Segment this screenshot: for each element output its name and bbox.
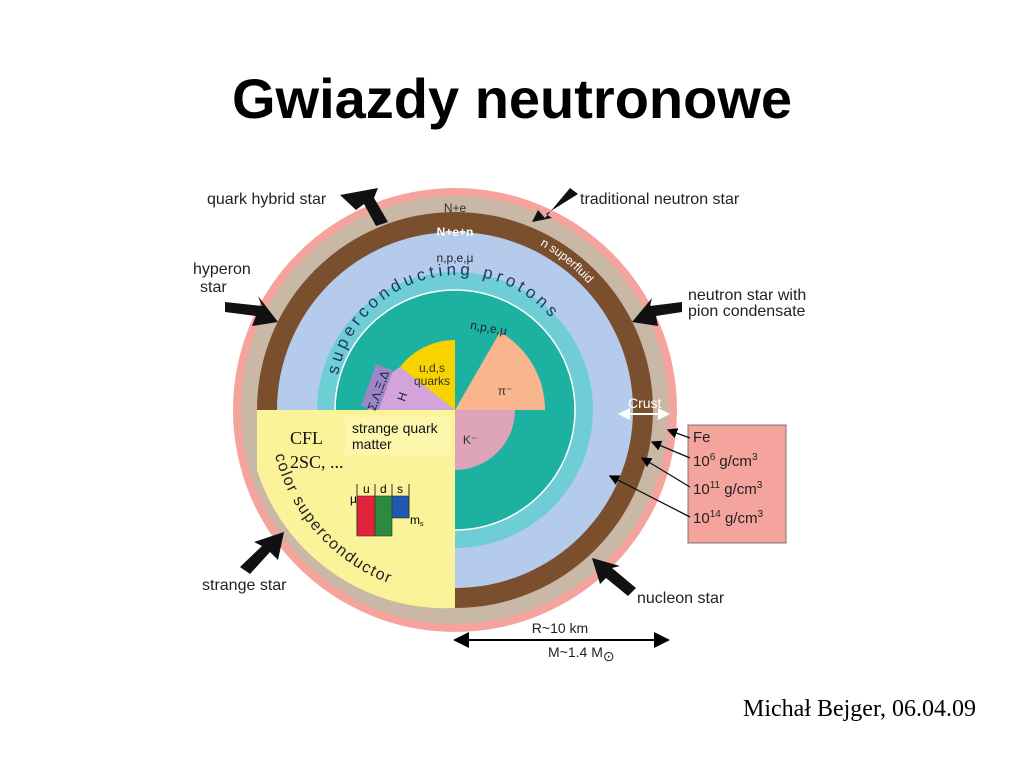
slide-title: Gwiazdy neutronowe	[231, 67, 793, 130]
label-pion-2: pion condensate	[688, 303, 806, 320]
label-d: d	[380, 482, 387, 496]
label-hyperon-star: star	[200, 279, 227, 296]
label-crust: Crust	[628, 395, 662, 411]
hyperon-label-bg	[361, 364, 393, 412]
label-n-e: N+e	[444, 201, 467, 215]
label-quark-hybrid-star: quark hybrid star	[207, 191, 327, 208]
label-u: u	[363, 482, 370, 496]
label-traditional-neutron-star: traditional neutron star	[580, 191, 740, 208]
arrow-strange	[240, 532, 284, 574]
label-ms: ms	[410, 513, 424, 528]
label-uds: u,d,s	[419, 361, 445, 375]
arrow-quark-hybrid	[340, 188, 388, 226]
label-pi: π⁻	[498, 384, 513, 398]
label-strange-quark: strange quark	[352, 420, 439, 436]
color-superconductor-quadrant	[257, 410, 455, 609]
label-mu: μ	[350, 492, 357, 506]
label-nucleon-star: nucleon star	[637, 590, 725, 607]
arrow-traditional	[532, 188, 578, 222]
density-3: 1014 g/cm3	[693, 509, 764, 527]
density-2: 1011 g/cm3	[693, 480, 763, 498]
strange-quark-matter-bg	[345, 417, 450, 455]
label-2sc: 2SC, ...	[290, 452, 344, 472]
density-1: 106 g/cm3	[693, 452, 758, 470]
pion-sector	[455, 332, 546, 410]
label-radius: R~10 km	[532, 620, 588, 636]
label-s: s	[397, 482, 403, 496]
label-n-e-n: N+e+n	[437, 225, 474, 239]
arrow-pion	[632, 298, 682, 326]
density-pointers	[608, 428, 691, 518]
label-npemu-inner: n,p,e,μ	[469, 318, 508, 338]
label-cfl: CFL	[290, 428, 323, 448]
label-pion-1: neutron star with	[688, 287, 806, 304]
label-matter: matter	[352, 436, 392, 452]
arrow-hyperon	[225, 296, 278, 326]
kaon-sector	[455, 410, 515, 470]
label-hyperon: hyperon	[193, 261, 251, 278]
label-strange-star: strange star	[202, 577, 287, 594]
quark-fermi-diagram: μ u d s ms	[350, 482, 424, 537]
label-fe: Fe	[693, 429, 711, 446]
star-type-arrows	[225, 188, 682, 596]
quark-sector	[400, 340, 455, 410]
sun-icon: ⊙	[603, 648, 615, 664]
label-npemu-outer: n,p,e,μ	[437, 251, 474, 265]
author-date: Michał Bejger, 06.04.09	[743, 696, 976, 722]
label-K: K⁻	[463, 433, 477, 447]
density-box	[687, 424, 787, 544]
label-mass: M~1.4 M⊙	[548, 644, 615, 664]
arrow-nucleon	[592, 558, 636, 596]
label-quarks: quarks	[414, 374, 450, 388]
